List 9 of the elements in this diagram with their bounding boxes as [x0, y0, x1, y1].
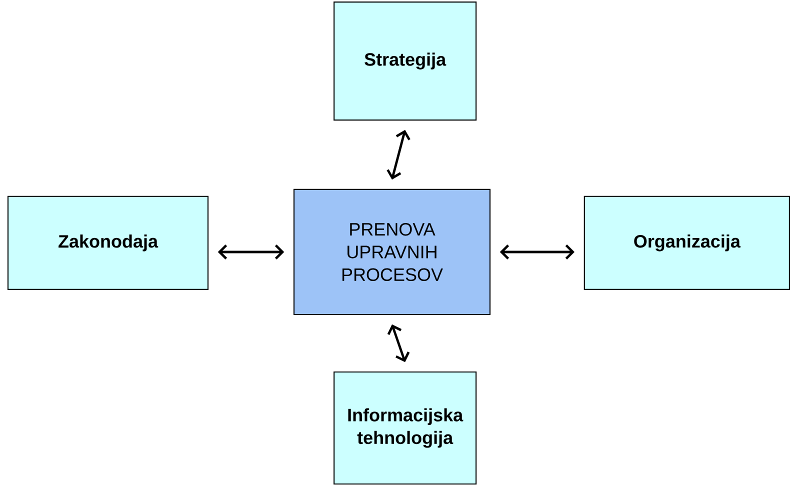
- topic-box: Strategija: [334, 2, 477, 121]
- topic-box: Organizacija: [584, 196, 790, 290]
- process-box: PRENOVA UPRAVNIH PROCESOV: [293, 188, 491, 316]
- double-arrow: [500, 244, 575, 260]
- topic-box: Zakonodaja: [7, 196, 209, 290]
- double-arrow: [387, 324, 410, 362]
- topic-box: Informacijska tehnologija: [334, 371, 477, 485]
- double-arrow: [218, 244, 284, 260]
- double-arrow: [386, 130, 410, 180]
